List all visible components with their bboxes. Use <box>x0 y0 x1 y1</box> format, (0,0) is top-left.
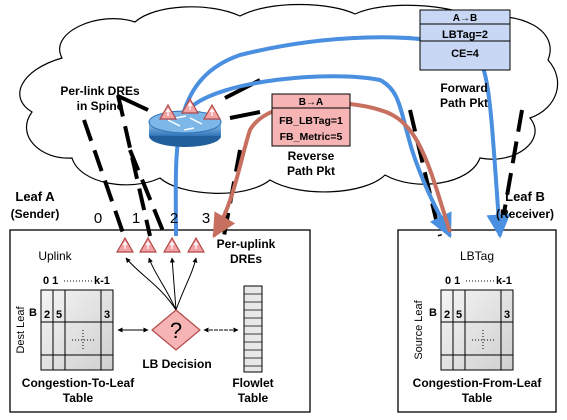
uplink-label: Uplink <box>38 249 72 263</box>
table-a-col-right: k-1 <box>94 275 110 287</box>
forward-packet-header: A→B <box>453 13 477 24</box>
spine-router-icon <box>148 110 222 147</box>
table-b-row-axis: Source Leaf <box>413 299 425 359</box>
forward-caption-line1: Forward <box>440 81 487 95</box>
reverse-packet-field2: FB_Metric=5 <box>280 131 343 143</box>
lb-decision-diamond <box>151 309 201 351</box>
table-a-cell-2: 3 <box>104 309 110 321</box>
spine-label-line1: Per-link DREs <box>60 84 140 98</box>
dre-label-line1: Per-uplink <box>217 237 276 251</box>
port-label-2: 2 <box>170 210 178 227</box>
forward-caption-line2: Path Pkt <box>440 96 488 110</box>
congestion-to-leaf-table <box>40 289 114 371</box>
leaf-b-title: Leaf B <box>505 189 545 204</box>
congestion-from-leaf-table <box>440 289 514 371</box>
reverse-packet-header: B→A <box>299 97 323 108</box>
table-b-caption-line2: Table <box>462 391 493 405</box>
decision-arrows <box>125 257 198 311</box>
table-b-col-right: k-1 <box>496 275 512 287</box>
table-b-col-axis: LBTag <box>460 249 494 263</box>
forward-packet-field2: CE=4 <box>451 48 480 60</box>
reverse-caption-line2: Path Pkt <box>287 164 335 178</box>
table-b-cell-2: 3 <box>504 309 510 321</box>
reverse-caption-line1: Reverse <box>288 149 335 163</box>
table-b-col-left: 0 1 <box>445 275 460 287</box>
dre-label-line2: DREs <box>230 252 262 266</box>
reverse-packet: B→A FB_LBTag=1 FB_Metric=5 <box>271 93 351 147</box>
leaf-a-title: Leaf A <box>15 189 55 204</box>
leaf-a-role: (Sender) <box>11 207 60 221</box>
table-a-row-axis: Dest Leaf <box>15 306 27 354</box>
forward-packet-field1: LBTag=2 <box>442 29 488 41</box>
table-a-caption-line1: Congestion-To-Leaf <box>22 376 135 390</box>
lb-decision-symbol: ? <box>170 318 182 343</box>
table-b-cell-1: 5 <box>456 309 462 321</box>
table-a-cell-0: 2 <box>44 309 50 321</box>
port-label-3: 3 <box>202 210 210 227</box>
reverse-packet-field1: FB_LBTag=1 <box>279 115 343 127</box>
forward-path-link-2 <box>188 74 452 239</box>
flowlet-caption-line1: Flowlet <box>232 376 273 390</box>
spine-label-line2: in Spine <box>77 99 124 113</box>
port-label-1: 1 <box>132 210 140 227</box>
forward-packet: A→B LBTag=2 CE=4 <box>419 9 511 71</box>
leaf-b-role: (Receiver) <box>496 207 554 221</box>
flowlet-table <box>243 285 263 373</box>
table-b-caption-line1: Congestion-From-Leaf <box>413 376 543 390</box>
port-label-0: 0 <box>94 210 102 227</box>
table-b-cell-0: 2 <box>444 309 450 321</box>
table-a-row-label: B <box>29 307 37 319</box>
table-a-col-left: 0 1 <box>43 275 58 287</box>
table-a-cell-1: 5 <box>56 309 62 321</box>
lb-decision-label: LB Decision <box>142 357 211 371</box>
table-a-caption-line2: Table <box>63 391 94 405</box>
table-b-row-label: B <box>429 307 437 319</box>
flowlet-caption-line2: Table <box>238 391 269 405</box>
